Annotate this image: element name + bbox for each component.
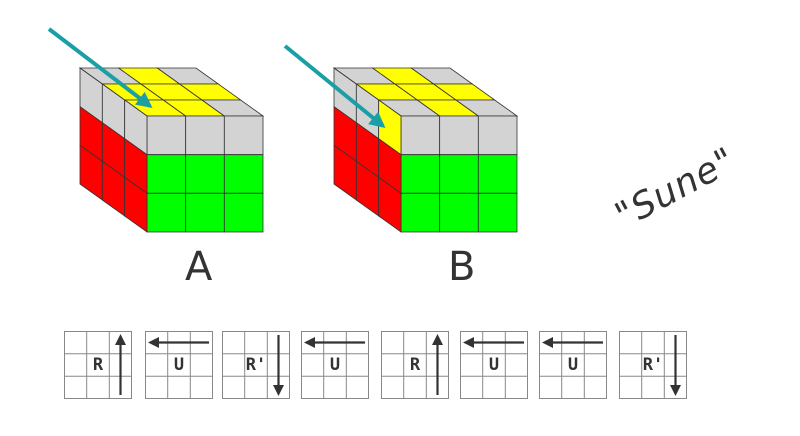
move-label: R: [409, 355, 421, 375]
move-grid: [539, 331, 607, 399]
move-direction-arrow-icon: [432, 334, 443, 395]
front-facelet: [400, 115, 441, 156]
front-facelet: [185, 192, 225, 233]
move-card: U: [460, 331, 528, 399]
front-facelet: [146, 154, 187, 194]
move-direction-arrow-icon: [463, 337, 524, 348]
front-facelet: [185, 115, 225, 156]
front-facelet: [400, 154, 441, 194]
move-card: U: [301, 331, 369, 399]
front-facelet: [223, 192, 264, 233]
move-grid: [619, 331, 687, 399]
front-facelet: [146, 115, 187, 156]
move-direction-arrow-icon: [273, 335, 284, 396]
move-card: R: [381, 331, 449, 399]
move-label: U: [329, 355, 341, 375]
front-facelet: [223, 115, 264, 156]
move-label: U: [488, 355, 500, 375]
cube-a: [78, 67, 265, 233]
front-facelet: [477, 154, 518, 194]
move-card: R': [222, 331, 290, 399]
front-facelet: [146, 192, 187, 233]
front-facelet: [439, 192, 479, 233]
front-facelet: [439, 154, 479, 194]
move-card: U: [539, 331, 607, 399]
front-facelet: [477, 192, 518, 233]
move-card: R': [619, 331, 687, 399]
left-facelet: [124, 176, 148, 233]
cube-b-label: B: [448, 244, 476, 290]
front-facelet: [439, 115, 479, 156]
move-grid: [145, 331, 213, 399]
front-facelet: [223, 154, 264, 194]
cube-b: [332, 67, 519, 233]
move-direction-arrow-icon: [542, 337, 603, 348]
move-grid: [460, 331, 528, 399]
cube-a-label: A: [185, 244, 213, 290]
move-direction-arrow-icon: [304, 337, 365, 348]
front-facelet: [185, 154, 225, 194]
move-label: U: [567, 355, 579, 375]
move-direction-arrow-icon: [115, 334, 126, 395]
move-label: R': [245, 355, 267, 375]
move-direction-arrow-icon: [670, 335, 681, 396]
move-grid: [64, 331, 132, 399]
move-label: R': [642, 355, 664, 375]
move-label: R: [92, 355, 104, 375]
pointer-arrow-a-icon: [47, 27, 153, 108]
front-facelet: [400, 192, 441, 233]
left-facelet: [378, 176, 402, 233]
move-card: U: [145, 331, 213, 399]
front-facelet: [477, 115, 518, 156]
move-label: U: [173, 355, 185, 375]
move-direction-arrow-icon: [148, 337, 209, 348]
move-grid: [381, 331, 449, 399]
move-card: R: [64, 331, 132, 399]
pointer-arrow-b-icon: [283, 44, 386, 129]
move-grid: [222, 331, 290, 399]
move-grid: [301, 331, 369, 399]
